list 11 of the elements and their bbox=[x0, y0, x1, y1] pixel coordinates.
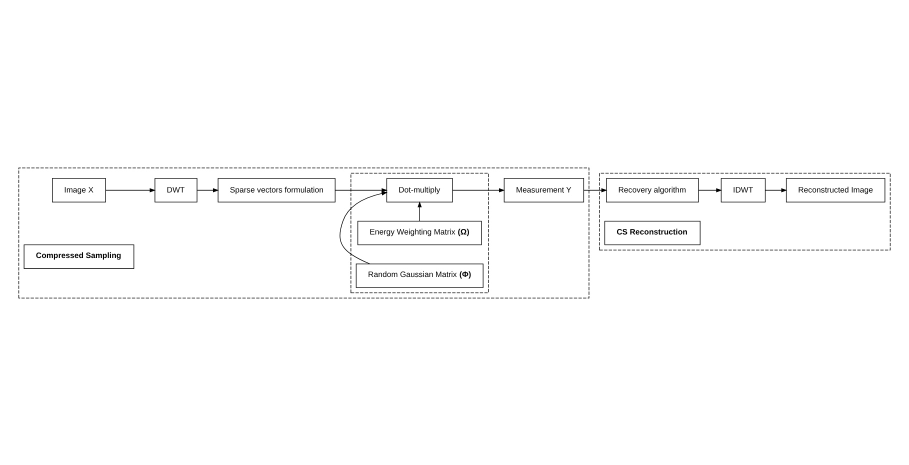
arrow bbox=[584, 188, 608, 192]
arrow bbox=[196, 188, 219, 192]
cluster bbox=[350, 172, 489, 293]
arrow bbox=[340, 190, 388, 264]
arrow bbox=[452, 188, 505, 192]
arrow bbox=[334, 188, 388, 192]
arrow bbox=[418, 200, 422, 221]
cluster bbox=[18, 167, 590, 298]
arrow bbox=[765, 188, 788, 192]
arrow bbox=[698, 188, 722, 192]
arrow bbox=[105, 188, 156, 192]
